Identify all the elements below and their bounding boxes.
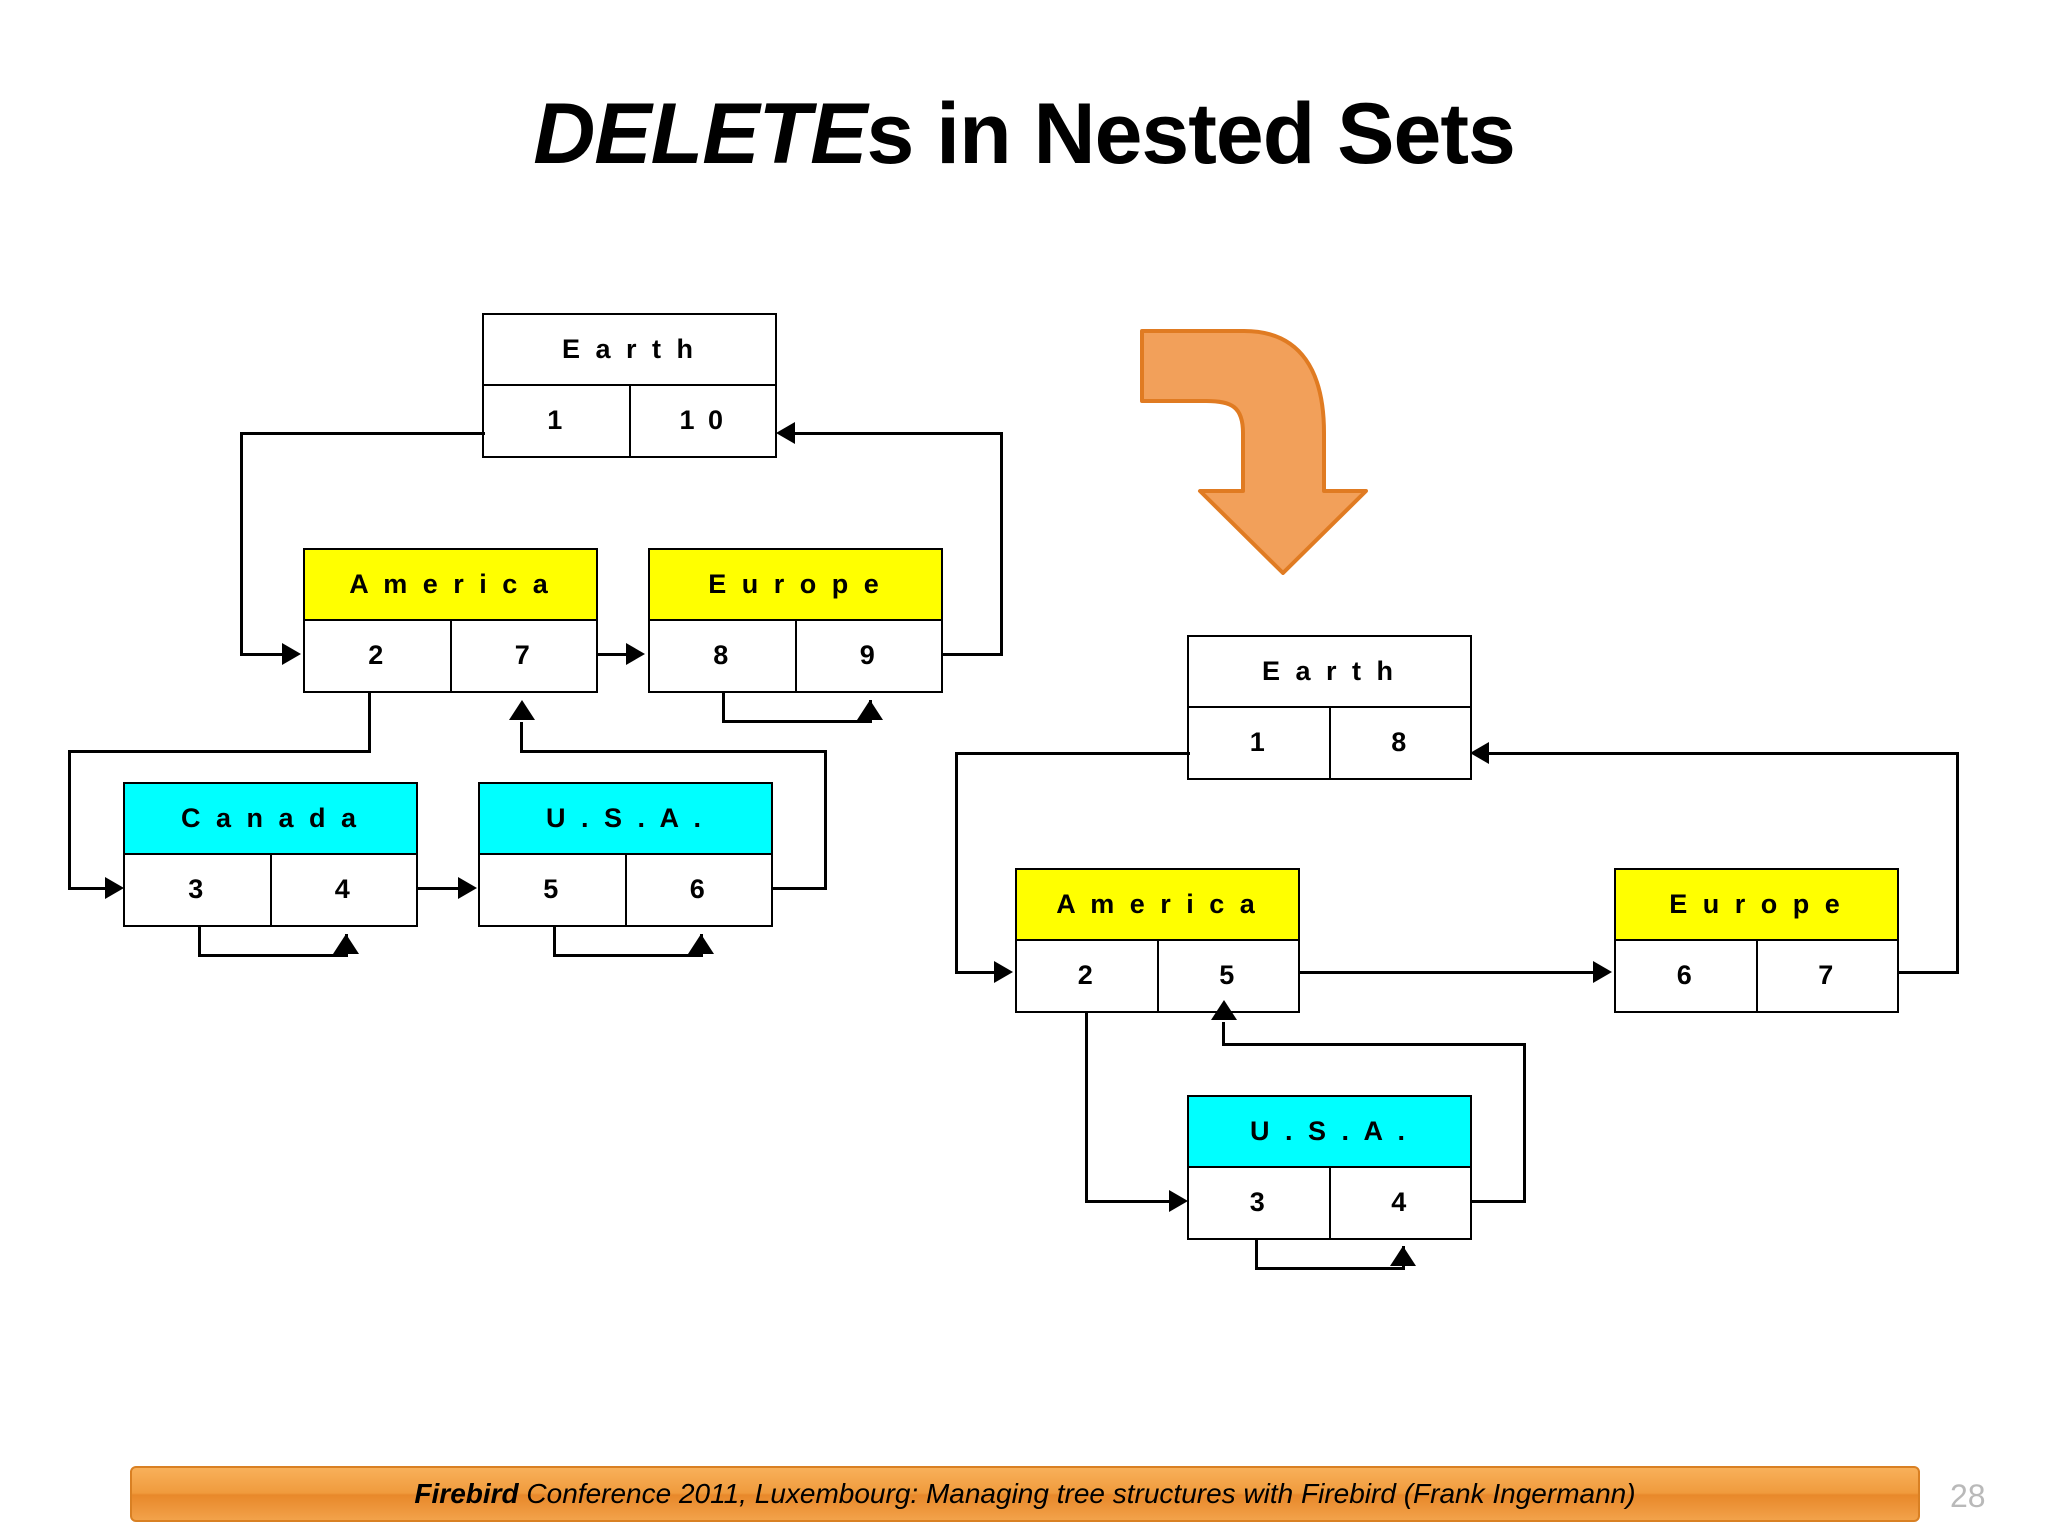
node-right-value: 7 (514, 640, 533, 671)
connector-line (824, 750, 827, 890)
connector-arrowhead (458, 877, 477, 899)
connector-line (1487, 752, 1959, 755)
connector-arrowhead (994, 961, 1013, 983)
connector-line (598, 653, 630, 656)
page-number: 28 (1950, 1478, 1986, 1514)
node-right-value: 5 (1219, 960, 1238, 991)
connector-line (955, 752, 958, 974)
connector-arrowhead (1470, 742, 1489, 764)
node-left-value: 1 (1189, 707, 1331, 778)
node-europe-before: E u r o p e 8 9 (648, 548, 943, 693)
node-name: A m e r i c a (305, 550, 596, 621)
connector-line (198, 927, 201, 957)
connector-line (1956, 752, 1959, 974)
connector-line (1085, 1013, 1088, 1203)
node-left-value: 1 (484, 385, 631, 456)
footer-text: Firebird Conference 2011, Luxembourg: Ma… (414, 1478, 1635, 1510)
connector-line (553, 954, 703, 957)
node-name: E a r t h (1189, 637, 1470, 708)
title-emphasis: DELETE (533, 86, 867, 182)
connector-arrowhead (626, 643, 645, 665)
node-left-value: 3 (1189, 1167, 1331, 1238)
connector-line (198, 954, 348, 957)
connector-arrowhead (1211, 1000, 1237, 1020)
connector-line (240, 432, 243, 656)
connector-line (1222, 1022, 1225, 1046)
connector-line (68, 750, 371, 753)
connector-arrowhead (282, 643, 301, 665)
footer-bar: Firebird Conference 2011, Luxembourg: Ma… (130, 1466, 1920, 1522)
node-right-value: 4 (334, 874, 353, 905)
node-left-value: 6 (1616, 940, 1758, 1011)
page-title: DELETEs in Nested Sets (0, 85, 2048, 184)
node-name: A m e r i c a (1017, 870, 1298, 941)
node-name: U . S . A . (1189, 1097, 1470, 1168)
node-left-value: 3 (125, 854, 272, 925)
connector-line (955, 752, 1190, 755)
connector-line (943, 653, 1003, 656)
node-canada-before: C a n a d a 3 4 (123, 782, 418, 927)
connector-line (520, 722, 523, 752)
connector-arrowhead (776, 422, 795, 444)
node-left-value: 8 (650, 620, 797, 691)
node-right-value: 1 0 (679, 405, 727, 436)
title-rest: s in Nested Sets (866, 86, 1515, 182)
node-right-value: 9 (859, 640, 878, 671)
node-europe-after: E u r o p e 6 7 (1614, 868, 1899, 1013)
node-name: E a r t h (484, 315, 775, 386)
connector-line (240, 653, 285, 656)
node-usa-before: U . S . A . 5 6 (478, 782, 773, 927)
connector-line (520, 750, 827, 753)
node-left-value: 2 (305, 620, 452, 691)
connector-line (68, 750, 71, 890)
node-name: E u r o p e (1616, 870, 1897, 941)
node-right-value: 8 (1391, 727, 1410, 758)
connector-line (1085, 1200, 1175, 1203)
connector-arrowhead (105, 877, 124, 899)
node-left-value: 5 (480, 854, 627, 925)
node-name: E u r o p e (650, 550, 941, 621)
node-america-after: A m e r i c a 2 5 (1015, 868, 1300, 1013)
connector-line (240, 432, 485, 435)
node-usa-after: U . S . A . 3 4 (1187, 1095, 1472, 1240)
connector-line (790, 432, 1002, 435)
connector-arrowhead (688, 934, 714, 954)
connector-arrowhead (1593, 961, 1612, 983)
connector-arrowhead (857, 700, 883, 720)
connector-line (1472, 1200, 1526, 1203)
connector-line (955, 971, 997, 974)
connector-line (1899, 971, 1959, 974)
connector-line (553, 927, 556, 957)
node-name: C a n a d a (125, 784, 416, 855)
connector-line (1255, 1240, 1258, 1270)
connector-line (773, 887, 827, 890)
node-right-value: 4 (1391, 1187, 1410, 1218)
node-right-value: 6 (689, 874, 708, 905)
connector-line (418, 887, 460, 890)
connector-arrowhead (1169, 1190, 1188, 1212)
node-left-value: 2 (1017, 940, 1159, 1011)
node-earth-after: E a r t h 1 8 (1187, 635, 1472, 780)
connector-line (368, 693, 371, 753)
node-earth-before: E a r t h 1 1 0 (482, 313, 777, 458)
connector-line (1222, 1043, 1526, 1046)
connector-line (722, 693, 725, 723)
curved-arrow-icon (1140, 325, 1390, 575)
footer-rest: Conference 2011, Luxembourg: Managing tr… (518, 1478, 1636, 1509)
node-america-before: A m e r i c a 2 7 (303, 548, 598, 693)
connector-line (1523, 1043, 1526, 1203)
connector-arrowhead (333, 934, 359, 954)
connector-line (1300, 971, 1596, 974)
node-right-value: 7 (1818, 960, 1837, 991)
connector-line (68, 887, 110, 890)
connector-arrowhead (1390, 1246, 1416, 1266)
connector-line (1255, 1267, 1405, 1270)
connector-line (722, 720, 872, 723)
connector-arrowhead (509, 700, 535, 720)
connector-line (1000, 432, 1003, 656)
node-name: U . S . A . (480, 784, 771, 855)
footer-brand: Firebird (414, 1478, 519, 1509)
